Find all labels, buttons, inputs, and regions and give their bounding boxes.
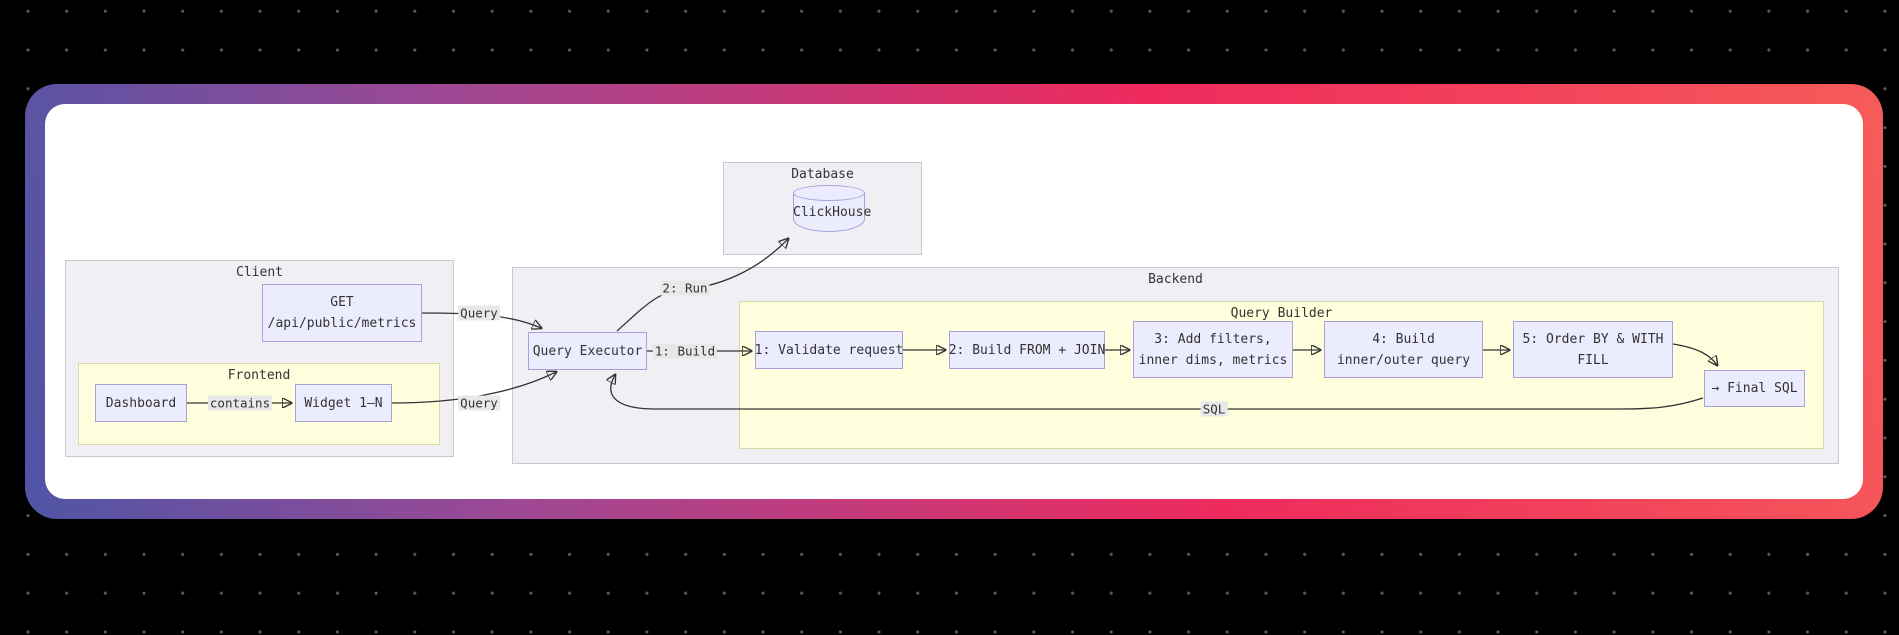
node-step1-label: 1: Validate request: [754, 342, 904, 358]
node-clickhouse-label: ClickHouse: [793, 205, 872, 220]
edge-label-sql: SQL: [1200, 401, 1228, 417]
node-step5: 5: Order BY & WITH FILL: [1513, 321, 1673, 378]
cluster-frontend-label: Frontend: [227, 368, 291, 383]
node-step3-line1: 3: Add filters,: [1154, 331, 1272, 347]
edge-label-query-get: Query: [458, 305, 500, 321]
node-widget-label: Widget 1–N: [304, 395, 383, 411]
cluster-backend-label: Backend: [1148, 272, 1203, 287]
node-get-endpoint: GET /api/public/metrics: [262, 284, 422, 342]
node-step4-line1: 4: Build: [1372, 331, 1435, 347]
node-get-endpoint-line1: GET: [330, 295, 354, 310]
node-step5-line2: FILL: [1577, 352, 1609, 368]
node-widget: Widget 1–N: [295, 384, 392, 422]
edge-label-contains: contains: [207, 395, 273, 411]
node-query-executor-label: Query Executor: [532, 343, 643, 359]
cluster-database-label: Database: [791, 167, 854, 182]
node-get-endpoint-line2: /api/public/metrics: [267, 316, 417, 331]
cluster-query-builder-label: Query Builder: [1230, 306, 1333, 321]
node-step1: 1: Validate request: [755, 331, 903, 369]
node-step3: 3: Add filters, inner dims, metrics: [1133, 321, 1293, 378]
edge-label-query-widget: Query: [458, 395, 500, 411]
node-dashboard: Dashboard: [95, 384, 187, 422]
node-query-executor: Query Executor: [528, 332, 647, 370]
edge-label-build: 1: Build: [652, 343, 718, 359]
cluster-client-label: Client: [236, 265, 283, 280]
node-clickhouse: ClickHouse: [793, 185, 872, 233]
node-step5-line1: 5: Order BY & WITH: [1522, 331, 1664, 347]
node-dashboard-label: Dashboard: [105, 395, 177, 411]
node-final-sql: → Final SQL: [1704, 370, 1805, 407]
cylinder-top-shape: [793, 185, 865, 201]
node-step2-label: 2: Build FROM + JOIN: [948, 342, 1106, 358]
node-step2: 2: Build FROM + JOIN: [949, 331, 1105, 369]
node-step4-line2: inner/outer query: [1336, 352, 1471, 368]
node-final-sql-label: → Final SQL: [1711, 381, 1798, 396]
node-step4: 4: Build inner/outer query: [1324, 321, 1483, 378]
edge-label-run: 2: Run: [660, 280, 710, 296]
node-step3-line2: inner dims, metrics: [1138, 352, 1288, 368]
